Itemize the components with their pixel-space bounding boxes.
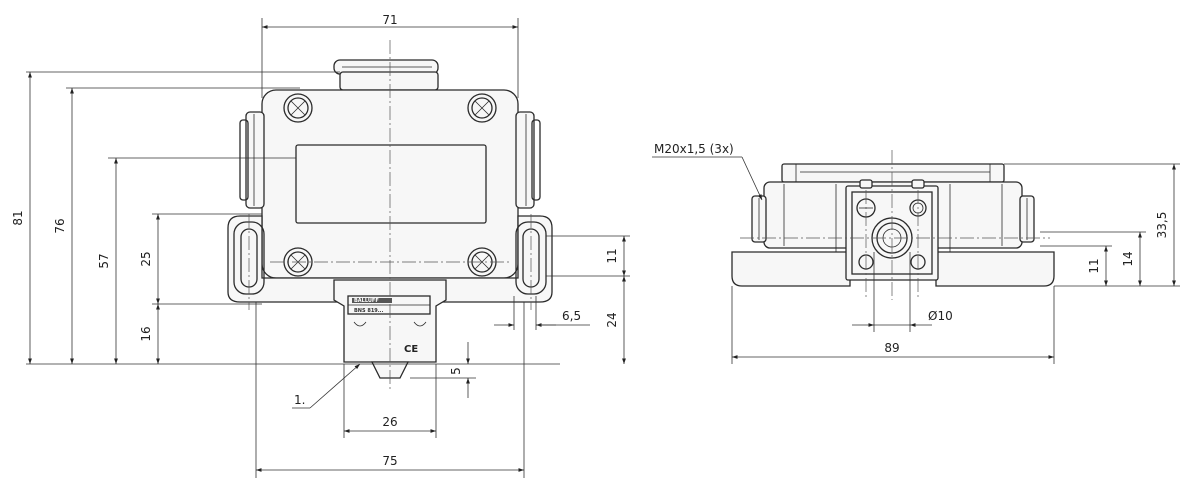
right-thread bbox=[1019, 195, 1035, 243]
ce-mark: CE bbox=[404, 344, 418, 355]
dim-14: 14 bbox=[1121, 251, 1135, 266]
side-view: M20x1,5 (3x) 33,5 14 11 Ø10 89 bbox=[652, 142, 1180, 364]
dim-33-5: 33,5 bbox=[1155, 212, 1169, 239]
dim-5: 5 bbox=[449, 367, 463, 375]
dim-25: 25 bbox=[139, 251, 153, 266]
dim-11-side: 11 bbox=[1087, 258, 1101, 273]
dim-6-5: 6,5 bbox=[562, 309, 581, 323]
dim-16: 16 bbox=[139, 326, 153, 341]
top-cap bbox=[333, 59, 439, 91]
callout-1: 1. bbox=[294, 393, 305, 407]
dim-24: 24 bbox=[605, 312, 619, 327]
dim-76: 76 bbox=[53, 218, 67, 233]
brand-label: BALLUFF bbox=[354, 298, 379, 304]
top-plate bbox=[781, 163, 1005, 183]
dim-89: 89 bbox=[884, 341, 899, 355]
side-base bbox=[731, 251, 851, 287]
dim-81: 81 bbox=[11, 210, 25, 225]
left-thread bbox=[751, 195, 767, 243]
dim-57: 57 bbox=[97, 253, 111, 268]
right-cable-gland bbox=[515, 111, 541, 209]
thread-label: M20x1,5 (3x) bbox=[654, 142, 734, 156]
screw-top-right bbox=[467, 93, 497, 123]
dim-71: 71 bbox=[382, 13, 397, 27]
dim-11-front: 11 bbox=[605, 248, 619, 263]
dim-75: 75 bbox=[382, 454, 397, 468]
label-window bbox=[295, 144, 487, 224]
left-cable-gland bbox=[239, 111, 265, 209]
front-view: BALLUFF BNS 819... CE 71 81 76 57 bbox=[11, 13, 630, 478]
dim-26: 26 bbox=[382, 415, 397, 429]
dim-diameter: Ø10 bbox=[928, 309, 953, 323]
screw-top-left bbox=[283, 93, 313, 123]
model-label: BNS 819... bbox=[354, 308, 384, 314]
